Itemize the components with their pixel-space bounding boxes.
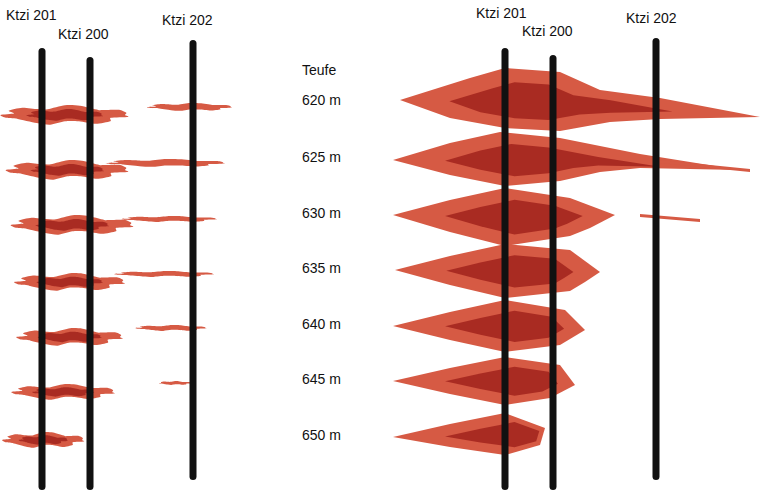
plume-layer — [11, 384, 115, 400]
plume-layer — [395, 244, 600, 298]
borehole — [39, 48, 46, 490]
depth-label: 630 m — [302, 206, 341, 221]
depth-heading: Teufe — [302, 63, 336, 78]
depth-label: 625 m — [302, 150, 341, 165]
borehole — [87, 57, 94, 490]
plume-fringe — [660, 160, 750, 172]
depth-label: 650 m — [302, 428, 341, 443]
plume-layer — [14, 273, 125, 291]
plume-core — [445, 200, 583, 235]
borehole-label: Ktzi 201 — [6, 8, 57, 23]
borehole — [653, 38, 660, 480]
borehole — [502, 48, 509, 490]
borehole-label: Ktzi 201 — [476, 6, 527, 21]
plume-core — [445, 422, 539, 447]
plume-left — [0, 103, 232, 448]
plume-layer — [159, 381, 191, 385]
borehole — [190, 40, 197, 480]
depth-label: 620 m — [302, 93, 341, 108]
plume-layer — [393, 357, 575, 405]
borehole — [550, 55, 557, 490]
plume-core — [449, 82, 672, 120]
depth-label: 635 m — [302, 261, 341, 276]
plume-layer — [122, 216, 218, 222]
plume-layer — [16, 328, 123, 346]
plume-layer — [0, 105, 128, 125]
plume-layer — [400, 68, 760, 131]
plume-layer — [106, 159, 226, 167]
plume-layer — [114, 271, 214, 277]
plume-core — [445, 367, 558, 396]
plume-right — [393, 68, 760, 455]
borehole-label: Ktzi 200 — [522, 24, 573, 39]
plume-layer — [11, 215, 134, 235]
plume-layer — [393, 413, 545, 455]
borehole-label: Ktzi 202 — [162, 13, 213, 28]
plume-fringe — [640, 214, 700, 222]
borehole-label: Ktzi 202 — [626, 11, 677, 26]
depth-label: 645 m — [302, 372, 341, 387]
depth-label: 640 m — [302, 317, 341, 332]
plume-layer — [393, 132, 740, 186]
borehole-label: Ktzi 200 — [58, 27, 109, 42]
plume-core — [35, 219, 109, 231]
